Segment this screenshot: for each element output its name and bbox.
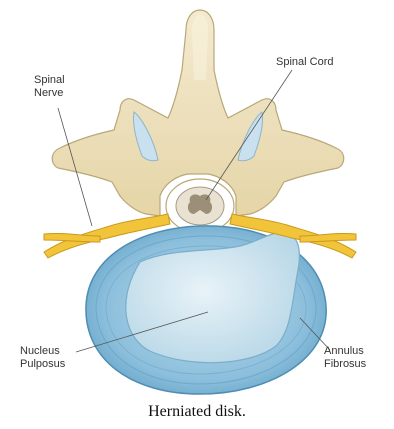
- spinal-nerve-label: Spinal Nerve: [34, 74, 65, 100]
- figure-caption: Herniated disk.: [0, 403, 394, 421]
- nucleus-pulposus-label: Nucleus Pulposus: [20, 345, 65, 371]
- annulus-fibrosus-label: Annulus Fibrosus: [324, 345, 366, 371]
- spinal-cord-label: Spinal Cord: [276, 56, 333, 69]
- vertebra-illustration: [0, 0, 394, 400]
